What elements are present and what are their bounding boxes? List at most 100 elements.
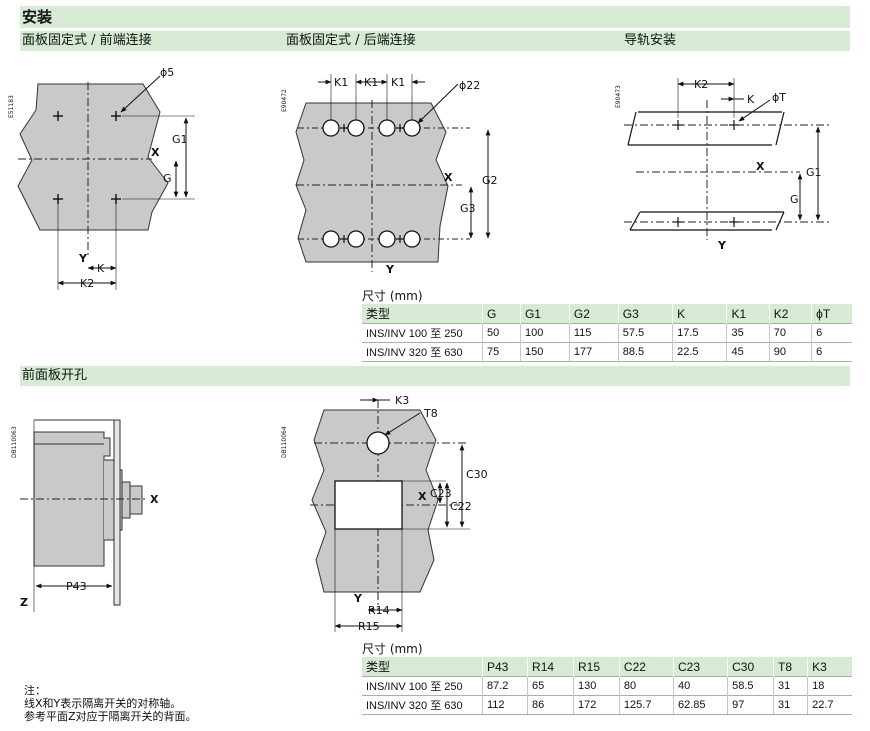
table-cell: 112 [481,695,528,715]
footnote-label: 注： [24,684,46,697]
table-row: INS/INV 320 至 630 75 150 177 88.5 22.5 4… [362,342,852,362]
column-header: G [482,304,521,324]
subheader-rail: 导轨安装 [624,33,677,48]
table-cell: 22.7 [807,695,852,715]
table2-title: 尺寸 (mm) [362,642,423,656]
diagram-code: E90473 [615,85,622,108]
table-cell: 86 [527,695,574,715]
r15-label: R15 [358,620,380,633]
x-axis-label: X [444,171,453,184]
column-header: G2 [568,304,619,324]
k-label: K [747,93,755,106]
table-cell: 130 [572,676,620,696]
footnote: 注： 线X和Y表示隔离开关的对称轴。 参考平面Z对应于隔离开关的背面。 [24,684,197,723]
table-cell: 31 [773,695,808,715]
dimension-table-2: 类型 P43 R14 R15 C22 C23 C30 T8 K3 INS/INV… [362,657,852,715]
table-cell: 172 [572,695,620,715]
table-cell: INS/INV 320 至 630 [362,342,483,362]
column-header: G3 [617,304,673,324]
diagram-cutout: DB110064 K3 T8 C30 C23 C22 X Y R14 R15 [281,394,488,633]
g-label: G [790,193,799,206]
x-axis-label: X [151,146,160,159]
table-cell: 70 [768,323,812,343]
table-cell: 6 [811,342,852,362]
g1-label: G1 [172,133,188,146]
table-cell: 6 [811,323,852,343]
table-cell: 57.5 [617,323,673,343]
z-plane-label: Z [20,596,28,609]
p43-label: P43 [66,580,87,593]
table-row: INS/INV 320 至 630 112 86 172 125.7 62.85… [362,695,852,715]
x-axis-label: X [756,160,765,173]
column-header: ϕT [811,304,852,324]
table-cell: 125.7 [618,695,674,715]
column-header: P43 [481,657,528,677]
table-header-row: 类型 G G1 G2 G3 K K1 K2 ϕT [362,304,852,324]
table-cell: 17.5 [672,323,727,343]
k1-label-b: K1 [364,76,378,89]
g3-label: G3 [460,202,476,215]
k2-label: K2 [694,78,708,91]
column-header: K3 [807,657,852,677]
column-header: 类型 [362,304,483,324]
diagram-code: DB110063 [11,426,18,458]
y-axis-label: Y [78,252,88,265]
column-header: G1 [519,304,570,324]
k2-label: K2 [80,277,94,290]
y-axis-label: Y [717,239,727,252]
column-header: C30 [727,657,774,677]
table-cell: 50 [482,323,521,343]
r14-label: R14 [368,604,390,617]
table-row: INS/INV 100 至 250 87.2 65 130 80 40 58.5… [362,676,852,696]
k3-label: K3 [395,394,409,407]
section-title: 安装 [20,6,850,28]
table-cell: 75 [482,342,521,362]
phi22-label: ϕ22 [459,79,480,92]
column-header: K1 [726,304,770,324]
column-header: C22 [618,657,674,677]
c23-label: C23 [430,487,452,500]
table-cell: 18 [807,676,852,696]
section2-title: 前面板开孔 [20,366,850,386]
table-cell: 80 [618,676,674,696]
g2-label: G2 [482,174,498,187]
table-cell: 62.85 [673,695,728,715]
column-header: K2 [768,304,812,324]
diagram-rear-connection: E90472 K1 K1 K1 ϕ22 G2 [281,74,498,276]
c22-label: C22 [450,500,472,513]
table-cell: 22.5 [672,342,727,362]
table1-title: 尺寸 (mm) [362,289,423,303]
column-header: T8 [773,657,808,677]
subheader-front: 面板固定式 / 前端连接 [22,33,152,48]
column-header: R14 [527,657,574,677]
table-cell: INS/INV 320 至 630 [362,695,483,715]
table-cell: 40 [673,676,728,696]
footnote-line-2: 参考平面Z对应于隔离开关的背面。 [24,710,197,723]
table-cell: INS/INV 100 至 250 [362,676,483,696]
diagram-code: E90472 [281,89,288,112]
diagram-rail-mounting: E90473 K2 K ϕT G1 G X Y [615,78,830,252]
y-axis-label: Y [385,263,395,276]
diagram-front-connection: E51183 ϕ5 G1 G X Y K K2 [8,66,195,290]
table-cell: 35 [726,323,770,343]
column-header: C23 [673,657,728,677]
g1-label: G1 [806,166,822,179]
column-header: K [672,304,727,324]
table-cell: 97 [727,695,774,715]
footnote-line-1: 线X和Y表示隔离开关的对称轴。 [24,697,182,710]
c30-label: C30 [466,468,488,481]
x-axis-label: X [418,490,427,503]
subheader-bar: 面板固定式 / 前端连接 面板固定式 / 后端连接 导轨安装 [20,31,850,51]
table-cell: 90 [768,342,812,362]
k1-label-c: K1 [391,76,405,89]
table-cell: 65 [527,676,574,696]
column-header: 类型 [362,657,483,677]
table-cell: INS/INV 100 至 250 [362,323,483,343]
table-cell: 177 [568,342,619,362]
table-row: INS/INV 100 至 250 50 100 115 57.5 17.5 3… [362,323,852,343]
k-label: K [97,262,105,275]
table-header-row: 类型 P43 R14 R15 C22 C23 C30 T8 K3 [362,657,852,677]
t8-label: T8 [423,407,438,420]
diagram-code: DB110064 [281,426,288,458]
